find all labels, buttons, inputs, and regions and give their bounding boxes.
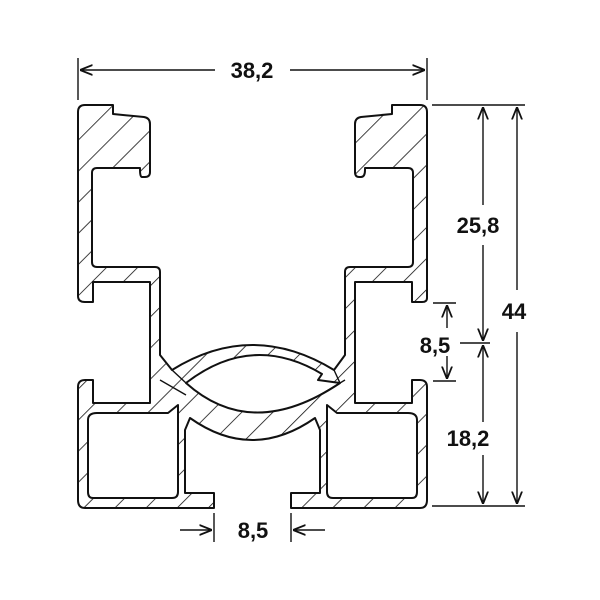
bottom-slot-label: 8,5 — [238, 518, 269, 543]
width-dimension-label: 38,2 — [231, 58, 274, 83]
lower-height-label: 18,2 — [447, 426, 490, 451]
total-height-label: 44 — [502, 299, 527, 324]
upper-height-label: 25,8 — [457, 213, 500, 238]
profile-section — [77, 104, 428, 509]
web-detail — [159, 369, 346, 396]
side-slot-label: 8,5 — [420, 333, 451, 358]
